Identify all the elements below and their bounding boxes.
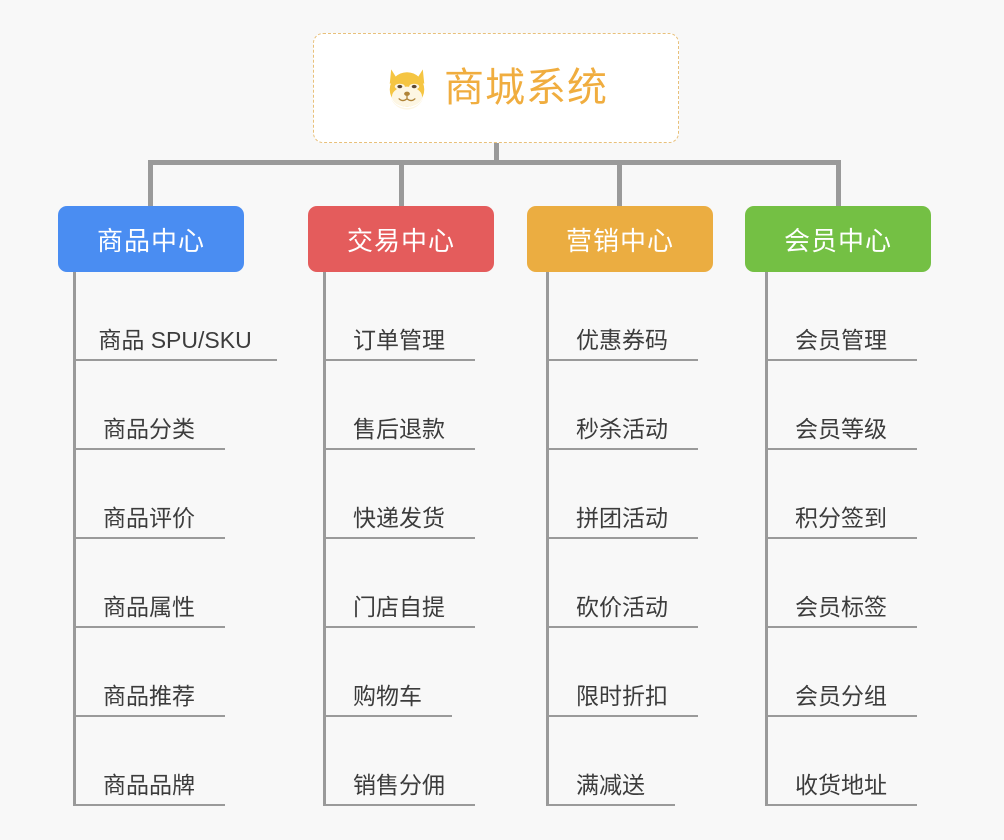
list-item[interactable]: 售后退款 xyxy=(323,361,475,450)
category-label: 会员中心 xyxy=(783,225,892,256)
root-title: 商城系统 xyxy=(444,66,608,110)
category-box-product-center[interactable]: 商品中心 xyxy=(58,206,244,272)
leaf-label: 积分签到 xyxy=(795,505,887,532)
bus-connector xyxy=(150,160,840,165)
column-trunk-line xyxy=(765,272,768,806)
leaf-label: 商品推荐 xyxy=(103,683,195,710)
leaf-label: 限时折扣 xyxy=(576,683,668,710)
list-item[interactable]: 商品属性 xyxy=(73,539,225,628)
category-box-member-center[interactable]: 会员中心 xyxy=(745,206,931,272)
category-label: 营销中心 xyxy=(565,225,674,256)
leaf-label: 商品分类 xyxy=(103,416,195,443)
leaf-label: 会员管理 xyxy=(795,327,887,354)
leaf-label: 快递发货 xyxy=(353,505,445,532)
list-item[interactable]: 快递发货 xyxy=(323,450,475,539)
leaf-label: 商品 SPU/SKU xyxy=(98,327,252,354)
root-stem-connector xyxy=(494,143,499,163)
drop-connector-marketing-center xyxy=(617,160,622,206)
leaf-label: 收货地址 xyxy=(795,772,887,799)
list-item[interactable]: 积分签到 xyxy=(765,450,917,539)
column-trunk-line xyxy=(546,272,549,806)
leaf-label: 门店自提 xyxy=(353,594,445,621)
list-item[interactable]: 拼团活动 xyxy=(546,450,698,539)
list-item[interactable]: 满减送 xyxy=(546,717,675,806)
category-label: 商品中心 xyxy=(96,225,205,256)
leaf-label: 拼团活动 xyxy=(576,505,668,532)
list-item[interactable]: 会员管理 xyxy=(765,272,917,361)
root-node[interactable]: 商城系统 xyxy=(313,33,679,143)
list-item[interactable]: 商品品牌 xyxy=(73,717,225,806)
category-label: 交易中心 xyxy=(346,225,455,256)
leaf-label: 销售分佣 xyxy=(353,772,445,799)
list-item[interactable]: 优惠券码 xyxy=(546,272,698,361)
list-item[interactable]: 砍价活动 xyxy=(546,539,698,628)
list-item[interactable]: 会员分组 xyxy=(765,628,917,717)
leaf-label: 购物车 xyxy=(353,683,422,710)
list-item[interactable]: 会员标签 xyxy=(765,539,917,628)
list-item[interactable]: 收货地址 xyxy=(765,717,917,806)
leaf-label: 商品属性 xyxy=(103,594,195,621)
list-item[interactable]: 会员等级 xyxy=(765,361,917,450)
category-box-trade-center[interactable]: 交易中心 xyxy=(308,206,494,272)
list-item[interactable]: 商品推荐 xyxy=(73,628,225,717)
list-item[interactable]: 商品评价 xyxy=(73,450,225,539)
leaf-label: 会员等级 xyxy=(795,416,887,443)
shiba-dog-face-icon xyxy=(389,69,425,110)
list-item[interactable]: 商品分类 xyxy=(73,361,225,450)
column-trunk-line xyxy=(73,272,76,806)
leaf-label: 秒杀活动 xyxy=(576,416,668,443)
drop-connector-member-center xyxy=(836,160,841,206)
leaf-label: 优惠券码 xyxy=(576,327,668,354)
leaf-label: 订单管理 xyxy=(353,327,445,354)
leaf-label: 商品品牌 xyxy=(103,772,195,799)
list-item[interactable]: 秒杀活动 xyxy=(546,361,698,450)
leaf-label: 商品评价 xyxy=(103,505,195,532)
list-item[interactable]: 订单管理 xyxy=(323,272,475,361)
leaf-label: 售后退款 xyxy=(353,416,445,443)
drop-connector-product-center xyxy=(148,160,153,206)
list-item[interactable]: 销售分佣 xyxy=(323,717,475,806)
leaf-label: 满减送 xyxy=(576,772,645,799)
list-item[interactable]: 购物车 xyxy=(323,628,452,717)
leaf-label: 会员分组 xyxy=(795,683,887,710)
list-item[interactable]: 限时折扣 xyxy=(546,628,698,717)
leaf-label: 砍价活动 xyxy=(576,594,668,621)
category-box-marketing-center[interactable]: 营销中心 xyxy=(527,206,713,272)
leaf-label: 会员标签 xyxy=(795,594,887,621)
drop-connector-trade-center xyxy=(399,160,404,206)
list-item[interactable]: 门店自提 xyxy=(323,539,475,628)
list-item[interactable]: 商品 SPU/SKU xyxy=(73,272,277,361)
column-trunk-line xyxy=(323,272,326,806)
